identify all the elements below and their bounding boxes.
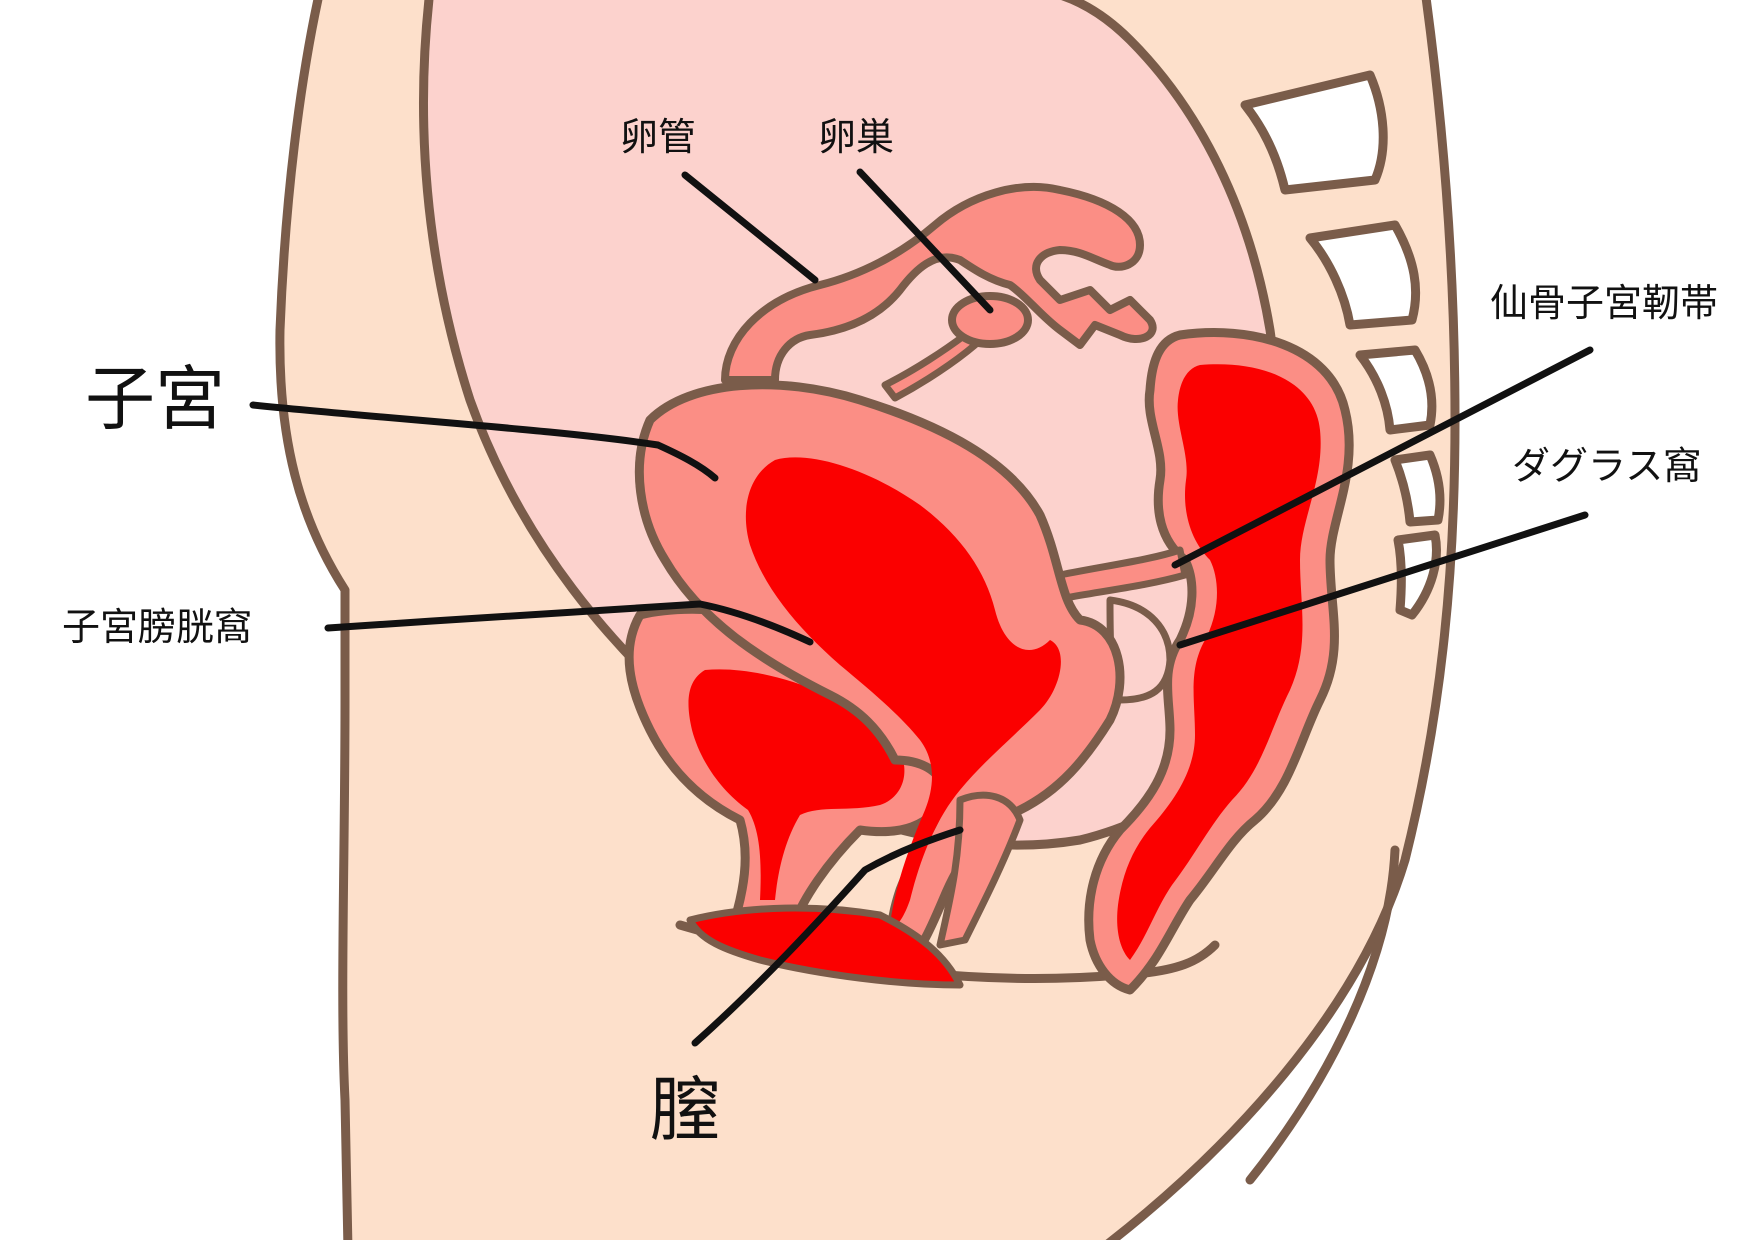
label-vagina: 膣	[650, 1069, 720, 1151]
uterosacral-ligament	[1056, 546, 1189, 602]
buttock-fold	[1245, 845, 1400, 1185]
ovary	[948, 292, 1032, 348]
label-pouch-of-douglas: ダグラス窩	[1512, 444, 1702, 488]
leader-uterus	[249, 401, 719, 482]
leader-uterosacral-ligament	[1171, 346, 1594, 569]
vertebra-2	[1305, 220, 1421, 330]
uterus-lumen	[745, 457, 1061, 927]
vertebra-4	[1390, 450, 1445, 527]
label-fallopian-tube: 卵管	[620, 115, 697, 159]
bladder-lumen	[688, 669, 905, 900]
label-uterosacral-ligament: 仙骨子宮靭帯	[1490, 281, 1719, 325]
leader-fallopian-tube	[681, 171, 819, 284]
leader-vesicouterine-pouch	[324, 600, 814, 646]
leader-ovary	[856, 168, 994, 314]
vertebra-1	[1240, 70, 1388, 195]
vertebra-5	[1393, 530, 1441, 620]
leader-vagina	[691, 826, 964, 1047]
fallopian-tube	[721, 183, 1157, 384]
label-vesicouterine-pouch: 子宮膀胱窩	[62, 605, 253, 649]
leader-pouch-of-douglas	[1176, 511, 1589, 649]
vertebra-3	[1355, 345, 1437, 435]
label-ovary: 卵巣	[818, 115, 895, 159]
label-uterus: 子宮	[85, 358, 225, 440]
vaginal-opening	[686, 904, 964, 989]
